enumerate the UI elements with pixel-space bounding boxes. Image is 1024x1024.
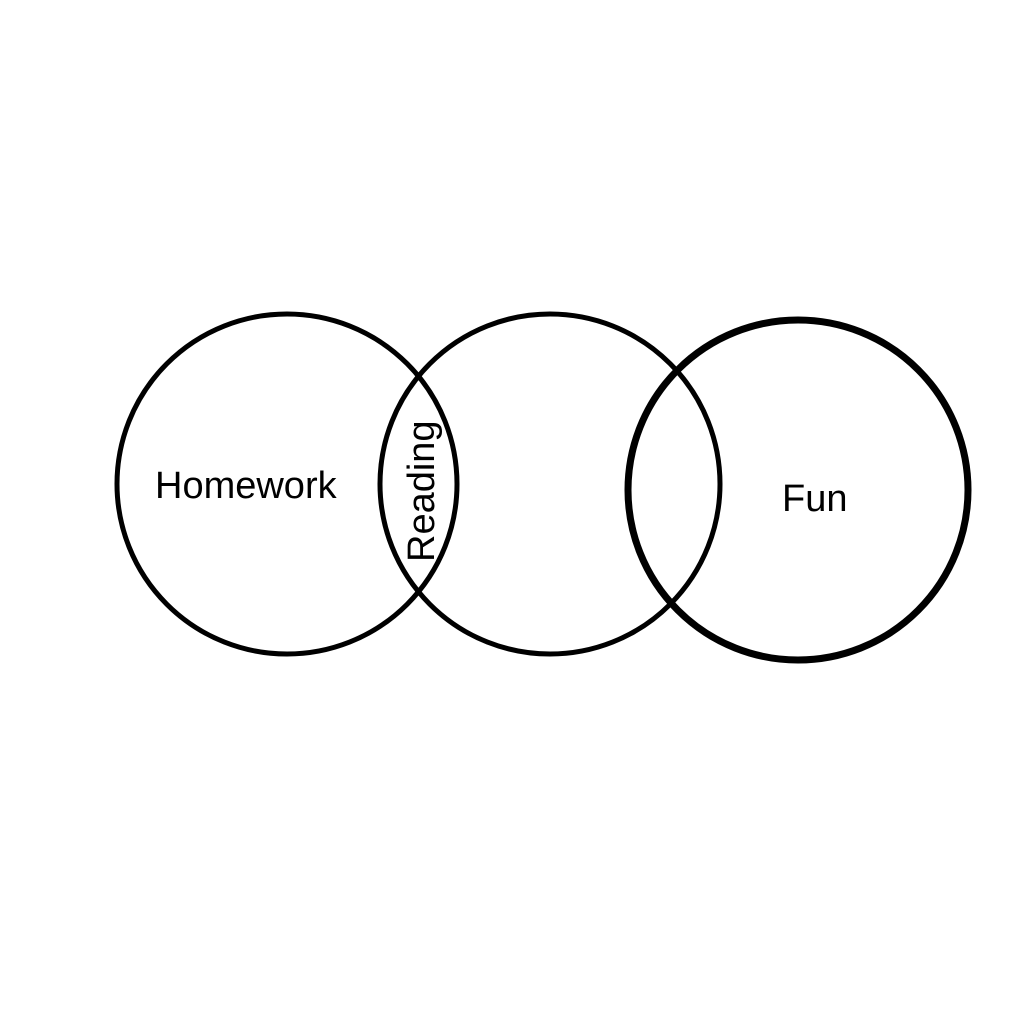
left-circle xyxy=(114,311,460,657)
fun-label: Fun xyxy=(782,478,847,520)
homework-label: Homework xyxy=(155,465,338,507)
right-circle xyxy=(624,316,972,664)
reading-label: Reading xyxy=(401,420,443,562)
middle-circle xyxy=(377,311,723,657)
